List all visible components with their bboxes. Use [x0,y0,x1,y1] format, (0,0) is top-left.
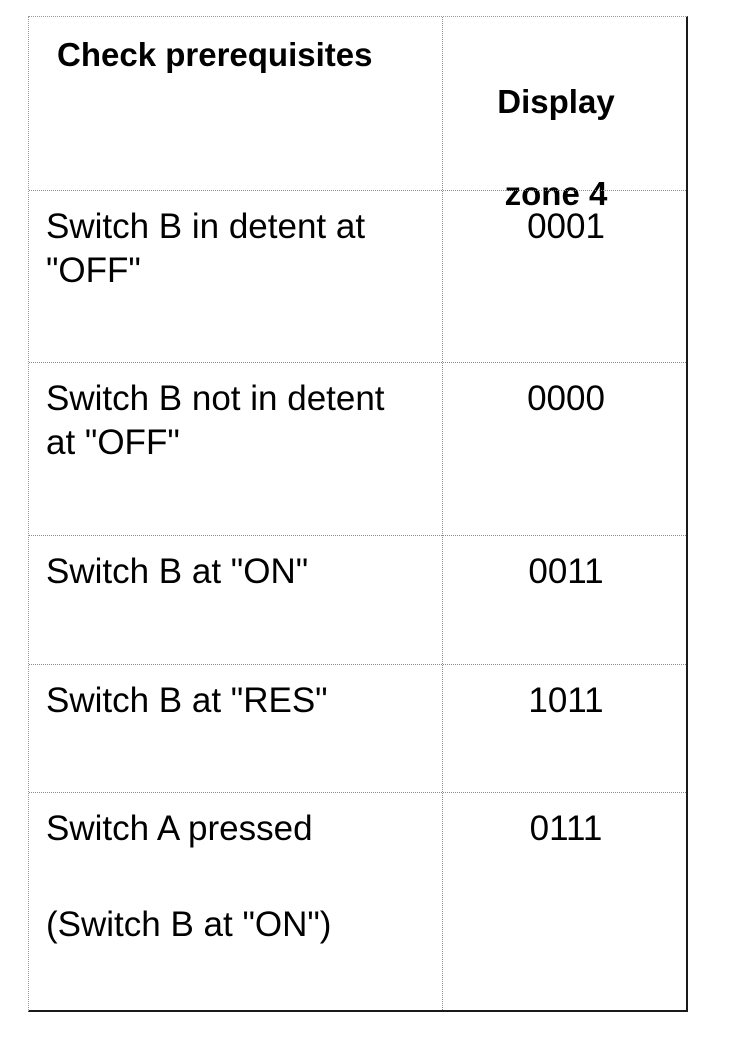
prerequisites-table: Check prerequisites Display zone 4 Switc… [28,16,688,1012]
condition-line: (Switch B at "ON") [46,905,332,944]
condition-line: Switch B in detent at [46,207,366,246]
condition-line: Switch A pressed [46,809,313,848]
table-row: Switch B at "ON" 0011 [29,535,686,664]
column-divider [442,17,443,1010]
header-display-line1: Display [497,83,615,120]
display-value: 0001 [527,207,605,246]
condition-line: Switch B at "RES" [46,681,328,720]
header-display-line2: zone 4 [504,175,608,212]
display-value: 0011 [528,552,604,591]
table-row: Switch B in detent at "OFF" 0001 [29,190,686,362]
condition-cell: Switch B at "RES" [46,679,431,723]
table-row: Switch B at "RES" 1011 [29,664,686,792]
display-value: 0000 [527,379,605,418]
display-value: 0111 [529,809,603,848]
condition-cell: Switch B in detent at "OFF" [46,205,431,293]
condition-line: Switch B at "ON" [46,552,309,591]
condition-line: Switch B not in detent [46,379,385,418]
header-display-zone: Display zone 4 [433,33,679,263]
table-row: Switch B not in detent at "OFF" 0000 [29,362,686,535]
table-header-row: Check prerequisites Display zone 4 [29,17,686,212]
condition-line: at "OFF" [46,423,180,462]
display-value: 1011 [528,681,604,720]
line-gap [46,851,431,903]
condition-cell: Switch A pressed (Switch B at "ON") [46,807,431,947]
condition-cell: Switch B not in detent at "OFF" [46,377,431,465]
header-check-prerequisites: Check prerequisites [57,36,373,73]
table-row: Switch A pressed (Switch B at "ON") 0111 [29,792,686,1011]
condition-line: "OFF" [46,251,141,290]
condition-cell: Switch B at "ON" [46,550,431,594]
